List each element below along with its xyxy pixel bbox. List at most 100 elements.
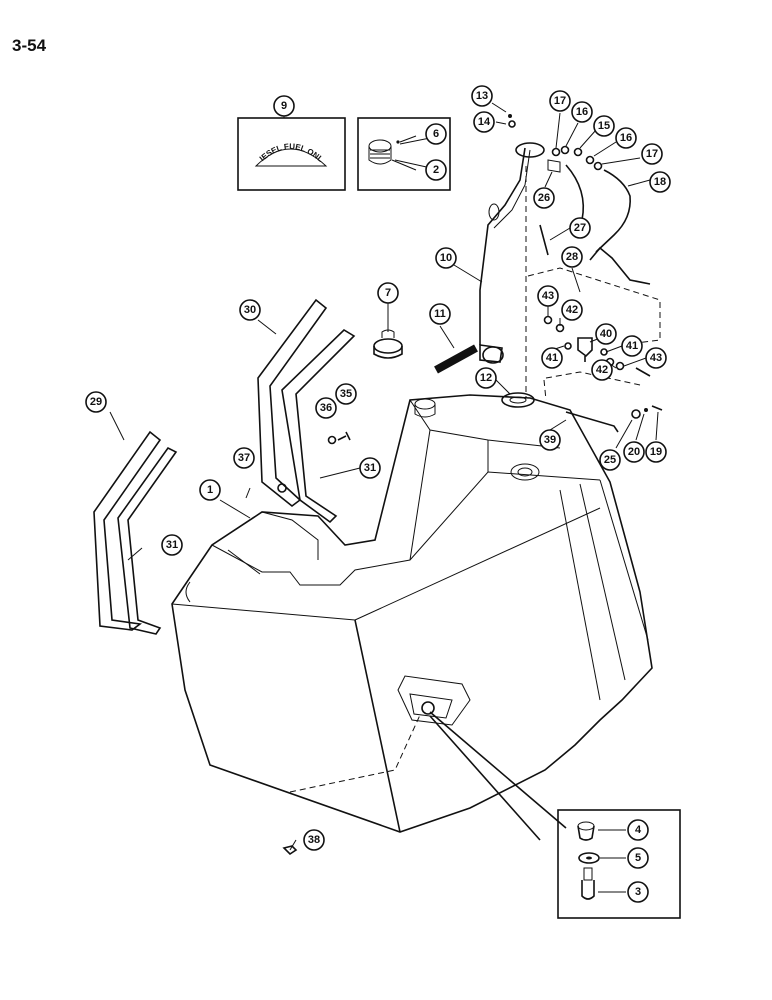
svg-text:10: 10: [440, 252, 452, 264]
svg-text:17: 17: [646, 148, 658, 160]
callout-13: 13: [471, 85, 493, 107]
svg-text:42: 42: [566, 304, 578, 316]
inset-box-drain-parts: [557, 809, 681, 919]
callout-37: 37: [233, 447, 255, 469]
svg-text:16: 16: [620, 132, 632, 144]
washer-36-shape: [327, 435, 337, 445]
svg-text:18: 18: [654, 176, 666, 188]
svg-text:7: 7: [385, 287, 391, 299]
callout-26: 26: [533, 187, 555, 209]
callout-6: 6: [425, 123, 447, 145]
callout-20: 20: [623, 441, 645, 463]
callout-18: 18: [649, 171, 671, 193]
svg-text:5: 5: [635, 852, 641, 864]
callout-14: 14: [473, 111, 495, 133]
svg-text:28: 28: [566, 251, 578, 263]
svg-text:6: 6: [433, 128, 439, 140]
callout-17-a: 17: [549, 90, 571, 112]
svg-text:35: 35: [340, 388, 352, 400]
svg-text:43: 43: [650, 352, 662, 364]
callout-35: 35: [335, 383, 357, 405]
svg-text:25: 25: [604, 454, 616, 466]
svg-text:41: 41: [626, 340, 638, 352]
callout-36: 36: [315, 397, 337, 419]
svg-text:1: 1: [207, 484, 213, 496]
callout-31-b: 31: [161, 534, 183, 556]
svg-text:27: 27: [574, 222, 586, 234]
fuel-tank: [171, 394, 653, 833]
dashed-line-drop: [543, 379, 547, 401]
callout-42-b: 42: [591, 359, 613, 381]
valve-40-shape: [543, 315, 651, 377]
drain-leader-lower: [429, 715, 541, 841]
callout-43-b: 43: [645, 347, 667, 369]
tube-39-shape: [565, 411, 619, 433]
svg-text:13: 13: [476, 90, 488, 102]
svg-text:12: 12: [480, 372, 492, 384]
svg-text:16: 16: [576, 106, 588, 118]
svg-text:20: 20: [628, 446, 640, 458]
callout-9: 9: [273, 95, 295, 117]
svg-text:26: 26: [538, 192, 550, 204]
callout-28: 28: [561, 246, 583, 268]
dashed-line-28: [527, 267, 661, 346]
page-number: 3-54: [12, 36, 47, 55]
svg-text:37: 37: [238, 452, 250, 464]
callout-16-b: 16: [615, 127, 637, 149]
callout-31-a: 31: [359, 457, 381, 479]
screw-38-shape: [282, 845, 298, 856]
drain-leader-upper: [429, 711, 567, 829]
svg-text:2: 2: [433, 164, 439, 176]
svg-text:42: 42: [596, 364, 608, 376]
fuel-sender: [479, 142, 545, 398]
svg-text:36: 36: [320, 402, 332, 414]
svg-text:39: 39: [544, 434, 556, 446]
callout-43-a: 43: [537, 285, 559, 307]
callout-25: 25: [599, 449, 621, 471]
svg-text:4: 4: [635, 824, 642, 836]
nut-37-shape: [277, 483, 287, 493]
callout-15: 15: [593, 115, 615, 137]
svg-text:15: 15: [598, 120, 610, 132]
leader-lines: [109, 102, 659, 851]
svg-text:43: 43: [542, 290, 554, 302]
svg-text:19: 19: [650, 446, 662, 458]
tank-strap-right: [257, 298, 356, 524]
callout-41-b: 41: [621, 335, 643, 357]
fuel-line-27b: [589, 246, 651, 285]
svg-text:31: 31: [364, 462, 376, 474]
callout-42-a: 42: [561, 299, 583, 321]
svg-text:9: 9: [281, 100, 287, 112]
callout-2: 2: [425, 159, 447, 181]
callout-7: 7: [377, 282, 399, 304]
svg-text:11: 11: [434, 308, 446, 320]
callout-12: 12: [475, 367, 497, 389]
dashed-line-lower: [545, 371, 641, 386]
callout-10: 10: [435, 247, 457, 269]
fuel-line-18: [595, 169, 631, 253]
fittings-cluster: [508, 114, 603, 173]
callout-39: 39: [539, 429, 561, 451]
callout-29: 29: [85, 391, 107, 413]
callout-40: 40: [595, 323, 617, 345]
decal-text: DIESEL FUEL ONLY: [0, 0, 325, 164]
bolt-35-shape: [337, 431, 351, 441]
callout-27: 27: [569, 217, 591, 239]
fuel-line-27a: [539, 224, 549, 256]
svg-text:3: 3: [635, 886, 641, 898]
callout-19: 19: [645, 441, 667, 463]
callout-41-a: 41: [541, 347, 563, 369]
svg-text:30: 30: [244, 304, 256, 316]
callout-38: 38: [303, 829, 325, 851]
inset-box-decal: DIESEL FUEL ONLY: [0, 0, 346, 191]
svg-text:17: 17: [554, 95, 566, 107]
inset-box-filler-cap: [357, 117, 451, 191]
callout-1: 1: [199, 479, 221, 501]
hose-11-shape: [434, 344, 478, 374]
callout-30: 30: [239, 299, 261, 321]
callout-5: 5: [627, 847, 649, 869]
callout-3: 3: [627, 881, 649, 903]
gasket-12-shape: [501, 392, 535, 408]
vent-cap: [373, 329, 403, 359]
